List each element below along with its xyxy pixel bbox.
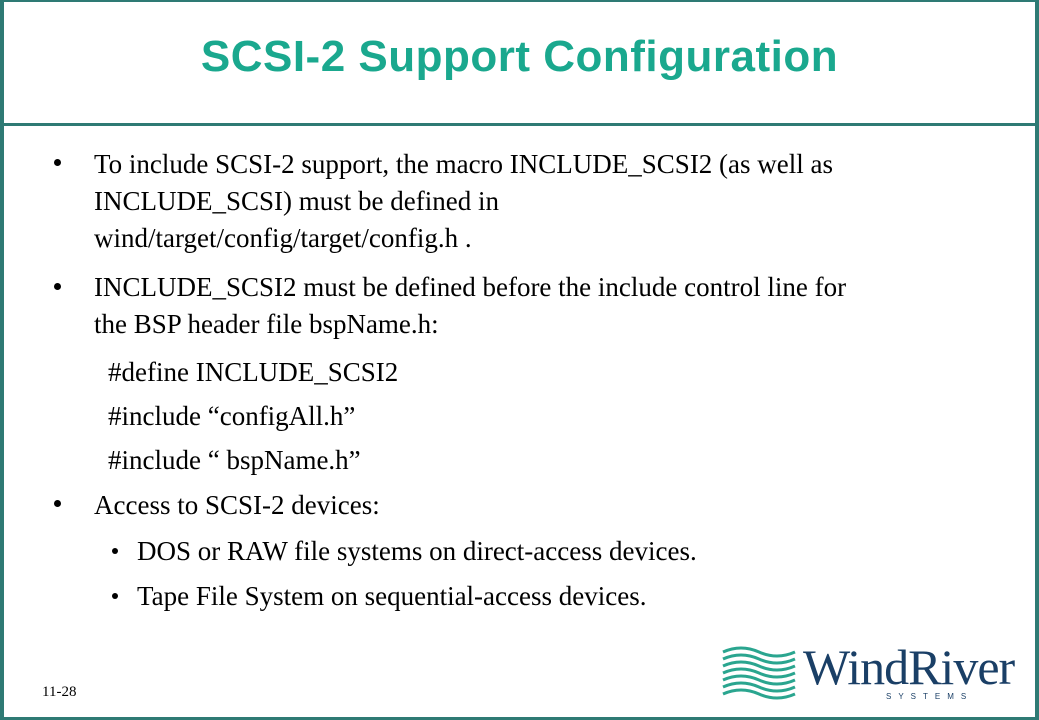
- bullet-line: INCLUDE_SCSI) must be defined in: [94, 186, 499, 216]
- title-bar: SCSI-2 Support Configuration: [4, 2, 1035, 126]
- bullet-dot-icon: [54, 283, 61, 290]
- bullet-item: INCLUDE_SCSI2 must be defined before the…: [94, 269, 846, 343]
- bullet-item: Access to SCSI-2 devices:: [94, 487, 380, 524]
- bullet-line: To include SCSI-2 support, the macro INC…: [94, 149, 834, 179]
- sub-bullet-dot-icon: [112, 548, 118, 554]
- code-line: #define INCLUDE_SCSI2: [108, 357, 399, 387]
- wave-logo-icon: [722, 646, 796, 700]
- bullet-line: wind/target/config/target/config.h .: [94, 223, 472, 253]
- sub-bullet-item: DOS or RAW file systems on direct-access…: [137, 536, 697, 566]
- sub-bullet-item: Tape File System on sequential-access de…: [137, 581, 647, 611]
- bullet-item: To include SCSI-2 support, the macro INC…: [94, 146, 833, 257]
- bullet-line: the BSP header file bspName.h:: [94, 309, 439, 339]
- page-number: 11-28: [42, 684, 77, 700]
- code-line: #include “configAll.h”: [108, 401, 356, 431]
- bullet-dot-icon: [54, 500, 61, 507]
- bullet-line: Access to SCSI-2 devices:: [94, 490, 380, 520]
- sub-bullet-dot-icon: [112, 593, 118, 599]
- logo-tagline: SYSTEMS: [886, 692, 974, 701]
- windriver-logo: WindRiver SYSTEMS: [722, 639, 1021, 707]
- logo-wordmark: WindRiver: [803, 639, 1015, 695]
- bullet-dot-icon: [54, 159, 61, 166]
- slide-body: To include SCSI-2 support, the macro INC…: [4, 126, 1035, 717]
- code-line: #include “ bspName.h”: [108, 445, 361, 475]
- slide-title: SCSI-2 Support Configuration: [200, 32, 839, 81]
- bullet-line: INCLUDE_SCSI2 must be defined before the…: [94, 272, 847, 302]
